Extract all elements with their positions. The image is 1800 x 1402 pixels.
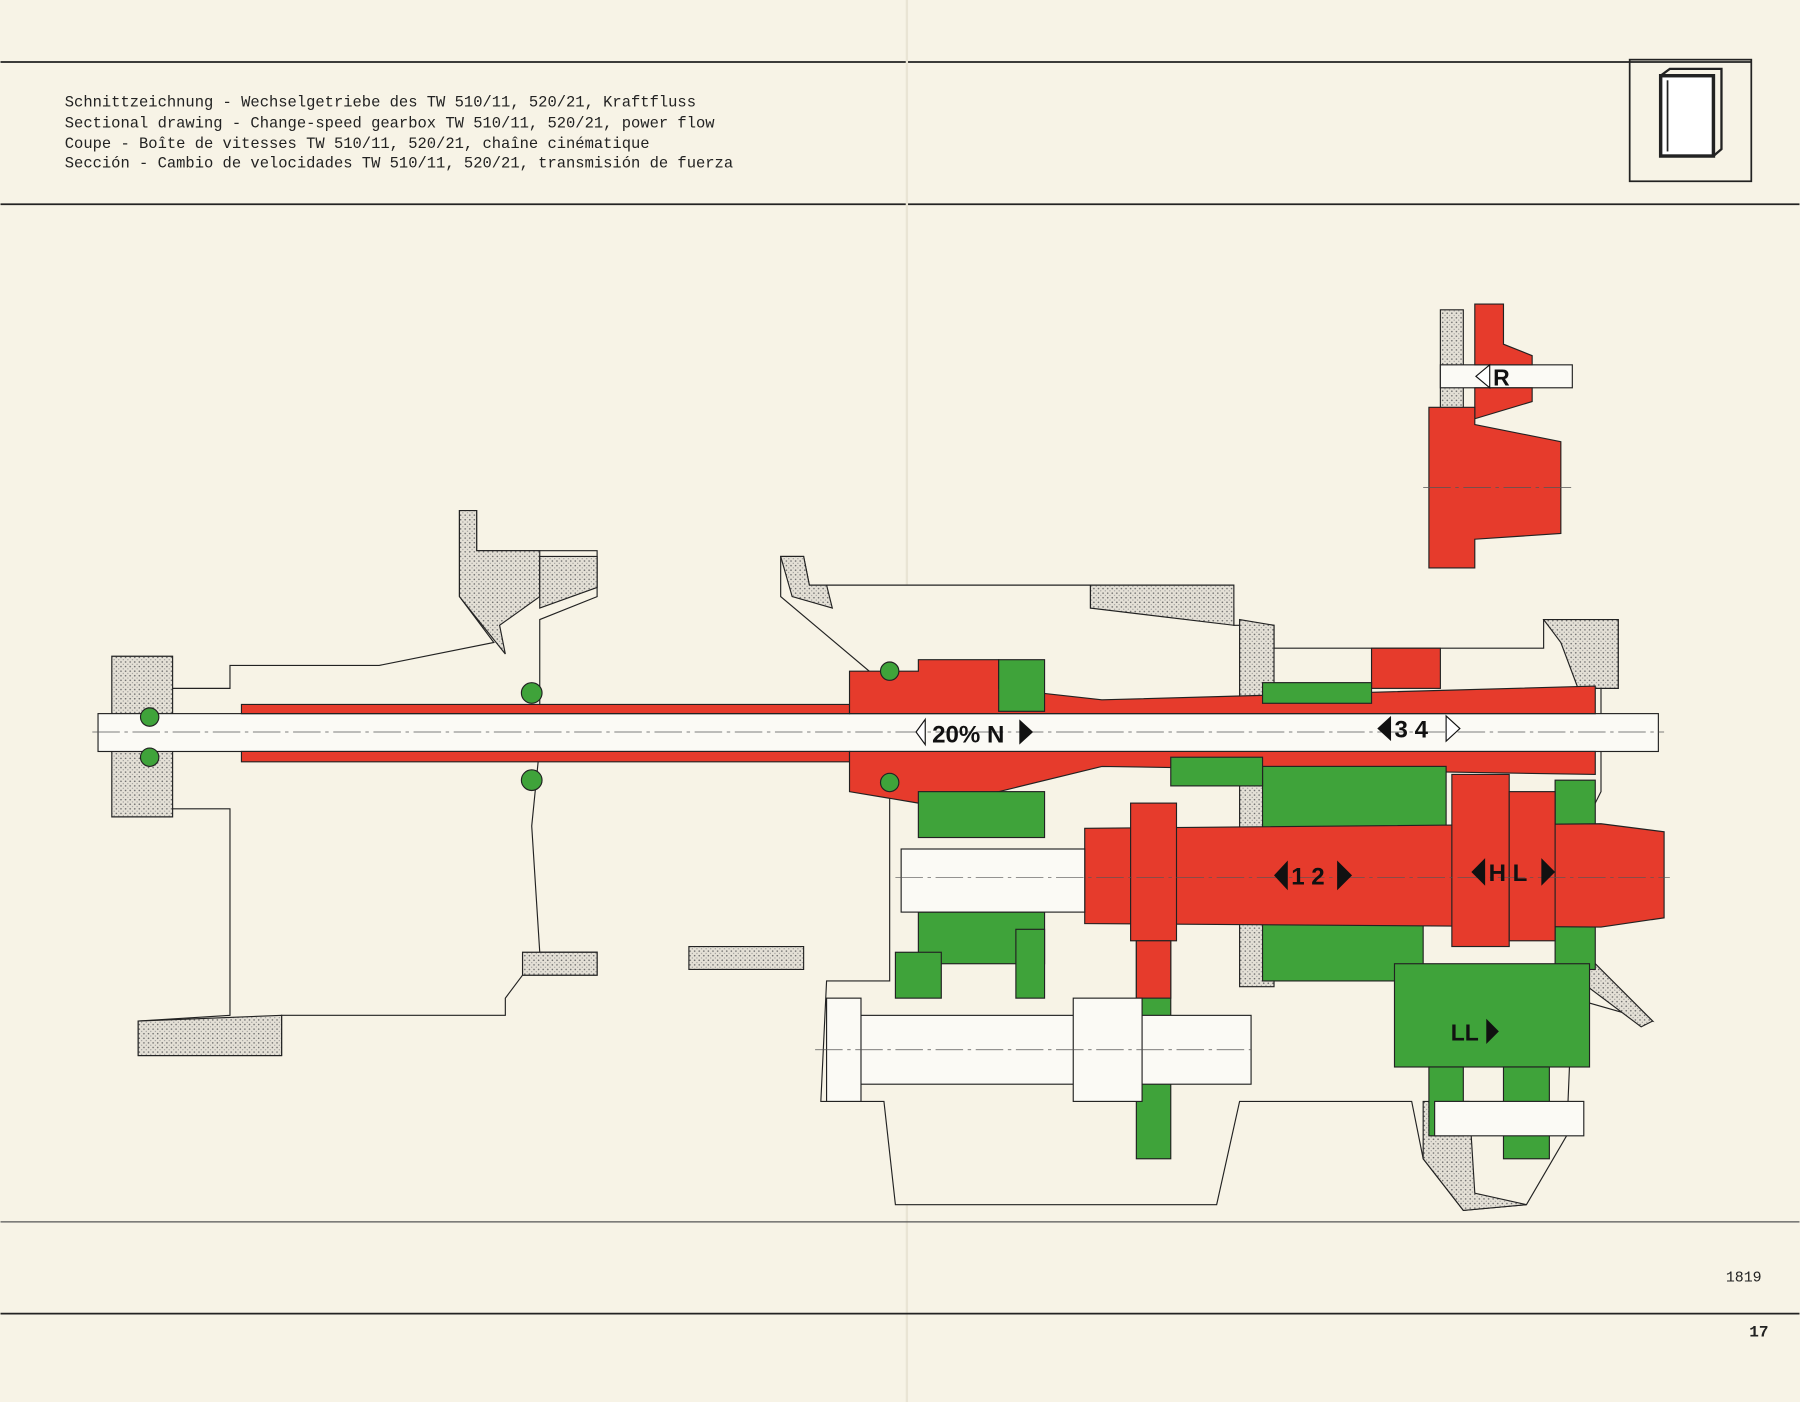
gear-34-label: 3 4 [1377, 714, 1461, 744]
gear-34-hub [1370, 647, 1441, 689]
title-fr: Coupe - Boîte de vitesses TW 510/11, 520… [65, 135, 650, 153]
gear-ll-label: LL [1451, 1018, 1499, 1046]
title-de: Schnittzeichnung - Wechselgetriebe des T… [65, 94, 696, 112]
svg-text:1 2: 1 2 [1291, 864, 1324, 891]
title-block: Schnittzeichnung - Wechselgetriebe des T… [65, 94, 733, 173]
main-shaft [97, 713, 1659, 753]
svg-text:R: R [1493, 364, 1510, 390]
svg-text:20% N: 20% N [932, 721, 1004, 748]
range-n-label: 20% N [915, 717, 1034, 748]
gear-hl-label: H L [1471, 858, 1556, 887]
figure-number: 1819 [1726, 1271, 1762, 1287]
title-en: Sectional drawing - Change-speed gearbox… [65, 114, 716, 132]
countershaft [900, 848, 1086, 913]
manual-book-icon [1628, 58, 1753, 183]
gearbox-sectional-drawing [92, 303, 1670, 1212]
svg-text:LL: LL [1451, 1020, 1479, 1046]
reverse-label: R [1475, 363, 1510, 390]
title-es: Sección - Cambio de velocidades TW 510/1… [65, 155, 733, 173]
svg-text:H L: H L [1489, 860, 1528, 887]
lower-power-sleeve [848, 750, 1596, 804]
shift-labels: 20% N 3 4 1 2 H L LL R [915, 363, 1556, 1046]
svg-text:3 4: 3 4 [1394, 717, 1428, 744]
page-number: 17 [1749, 1324, 1768, 1342]
reverse-assembly [1428, 303, 1573, 569]
gear-12-label: 1 2 [1274, 860, 1353, 891]
